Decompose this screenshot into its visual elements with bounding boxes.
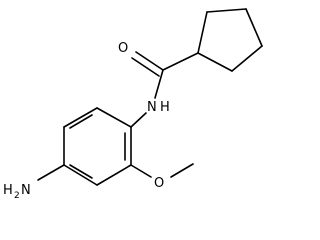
- bond-carbonyl-cyclopentyl: [162, 52, 199, 71]
- cyclopentyl-ring: [197, 8, 263, 72]
- bond-nitrogen-ring: [130, 112, 147, 128]
- bond-carbonyl-double-b: [131, 57, 160, 77]
- bond-ring-amino: [37, 164, 65, 181]
- amino-nitrogen-label: N: [21, 183, 31, 198]
- amide-nitrogen-label: N: [147, 100, 157, 115]
- amino-hydrogen-label: H: [3, 183, 13, 198]
- ring-bond-2: [96, 164, 132, 186]
- bond-carbonyl-double-a: [135, 51, 164, 71]
- ring-double-inner-3: [69, 114, 93, 129]
- bond-cp3-cp4: [245, 8, 263, 47]
- bond-cp5-cp1: [197, 52, 233, 72]
- bond-cp1-cp2: [197, 11, 208, 54]
- bond-cp4-cp5: [231, 45, 263, 72]
- ring-bond-5: [63, 107, 98, 128]
- bond-cp2-cp3: [206, 8, 247, 13]
- ring-double-inner-2: [69, 164, 93, 179]
- ring-bond-6: [96, 107, 132, 128]
- carbonyl-oxygen-label: O: [118, 41, 128, 56]
- chemical-structure-drawing: O N H H 2 N O: [3, 8, 263, 201]
- bond-ring-methoxy-oxygen: [130, 164, 152, 178]
- amide-hydrogen-label: H: [160, 100, 170, 115]
- methoxy-oxygen-label: O: [154, 176, 164, 191]
- bond-methoxy-methyl: [170, 163, 194, 178]
- benzene-ring: [63, 107, 132, 186]
- ring-bond-3: [63, 164, 98, 186]
- bond-carbonyl-nitrogen: [154, 69, 164, 99]
- amino-subscript-label: 2: [14, 191, 20, 201]
